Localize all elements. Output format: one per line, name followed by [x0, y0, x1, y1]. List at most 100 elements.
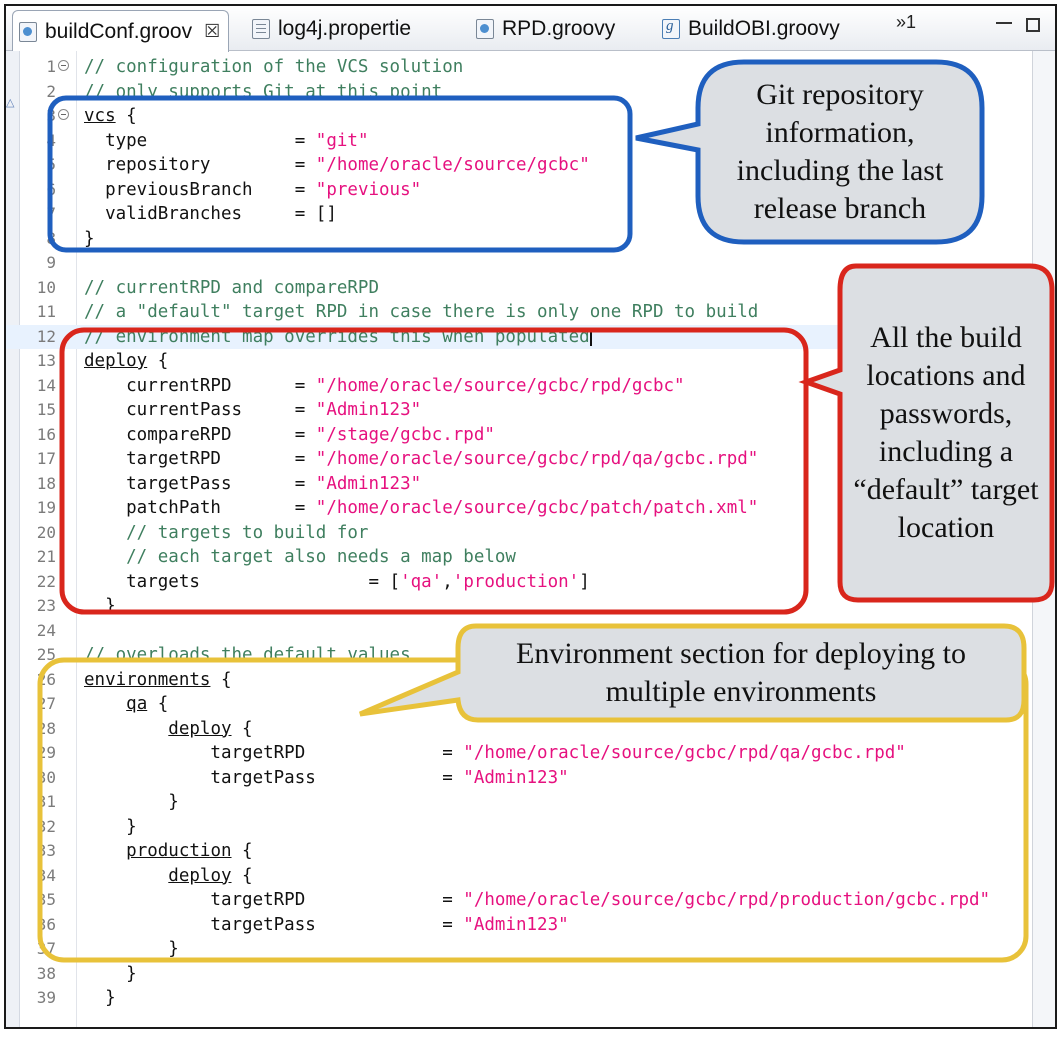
code-text: } [84, 963, 137, 984]
tab-overflow-button[interactable]: »1 [896, 12, 917, 32]
line-number: 13 [36, 351, 56, 370]
code-text: qa { [126, 694, 169, 714]
code-text: targetRPD = "/home/oracle/source/gcbc/rp… [84, 449, 759, 469]
line-number: 5 [46, 155, 56, 174]
tab-rpd[interactable]: RPD.groovy [476, 12, 615, 46]
line-number: 38 [36, 963, 56, 983]
code-line[interactable]: 31 } [6, 790, 1035, 815]
code-line[interactable]: 1// configuration of the VCS solution [6, 55, 1035, 80]
line-number: 26 [36, 669, 56, 689]
line-number: 7 [46, 204, 56, 223]
tab-label: buildConf.groov [45, 19, 193, 43]
code-text: } [84, 792, 179, 812]
line-number: 10 [36, 277, 56, 297]
code-line[interactable]: 30 targetPass = "Admin123" [6, 766, 1035, 791]
code-text: // a "default" target RPD in case there … [84, 302, 759, 322]
code-text: production { [126, 841, 253, 861]
fold-toggle-icon[interactable] [58, 60, 69, 71]
line-number: 14 [36, 375, 56, 395]
environments-callout-text: Environment section for deploying to mul… [516, 637, 966, 708]
annotation-ruler: △ [6, 51, 20, 1027]
line-number: 28 [36, 718, 56, 738]
code-line[interactable]: 9 [6, 251, 1035, 276]
close-tab-icon[interactable]: ☒ [204, 21, 221, 41]
line-number: 37 [36, 939, 56, 958]
line-number: 21 [36, 547, 56, 566]
line-number: 36 [36, 914, 56, 934]
maximize-icon[interactable] [1026, 18, 1040, 32]
code-line[interactable]: 23 } [6, 594, 1035, 619]
line-number: 17 [36, 449, 56, 468]
line-number: 8 [46, 228, 56, 248]
code-line[interactable]: 34 deploy { [6, 864, 1035, 889]
line-number: 34 [36, 865, 56, 885]
line-number: 20 [36, 522, 56, 542]
tab-label: BuildOBI.groovy [688, 17, 840, 40]
line-number: 24 [36, 620, 56, 640]
code-line[interactable]: 35 targetRPD = "/home/oracle/source/gcbc… [6, 888, 1035, 913]
line-number: 4 [46, 130, 56, 150]
code-text: validBranches = [] [84, 204, 337, 224]
code-text: // overloads the default values [84, 645, 411, 665]
code-line[interactable]: 36 targetPass = "Admin123" [6, 913, 1035, 938]
line-number: 2 [46, 81, 56, 101]
code-text: // targets to build for [84, 522, 369, 543]
line-number: 23 [36, 596, 56, 615]
code-text: } [84, 816, 137, 837]
code-text: compareRPD = "/stage/gcbc.rpd" [84, 424, 495, 445]
code-text: repository = "/home/oracle/source/gcbc" [84, 155, 590, 175]
line-number: 3 [46, 106, 56, 125]
groovy-file-icon [19, 21, 37, 42]
code-text: // configuration of the VCS solution [84, 57, 464, 77]
code-text: targetPass = "Admin123" [84, 914, 569, 935]
line-number: 9 [46, 253, 56, 272]
code-text: targetPass = "Admin123" [84, 473, 422, 494]
code-text: currentPass = "Admin123" [84, 400, 422, 420]
groovy-file-icon [476, 19, 494, 39]
code-line[interactable]: 24 [6, 619, 1035, 644]
code-line[interactable]: 39 } [6, 986, 1035, 1011]
code-text: previousBranch = "previous" [84, 179, 422, 200]
code-text: deploy { [84, 351, 169, 371]
line-number: 30 [36, 767, 56, 787]
code-line[interactable]: 33 production { [6, 839, 1035, 864]
tab-label: RPD.groovy [502, 17, 616, 40]
code-line[interactable]: 32 } [6, 815, 1035, 840]
fold-toggle-icon[interactable] [58, 109, 69, 120]
code-text: deploy { [168, 865, 253, 886]
line-number: 15 [36, 400, 56, 419]
line-number: 29 [36, 743, 56, 762]
line-number: 39 [36, 988, 56, 1007]
line-number: 33 [36, 841, 56, 860]
code-text: targets = ['qa','production'] [84, 571, 590, 592]
code-line[interactable]: 29 targetRPD = "/home/oracle/source/gcbc… [6, 741, 1035, 766]
line-number: 18 [36, 473, 56, 493]
code-line[interactable]: 37 } [6, 937, 1035, 962]
tab-buildconf[interactable]: buildConf.groov ☒ [12, 10, 230, 52]
properties-file-icon [252, 19, 270, 39]
groovy-script-icon [662, 18, 680, 39]
minimize-icon[interactable] [996, 18, 1012, 24]
code-line[interactable]: 38 } [6, 962, 1035, 987]
code-text: vcs { [84, 106, 137, 126]
code-line[interactable]: 28 deploy { [6, 717, 1035, 742]
code-line[interactable]: 11 // a "default" target RPD in case ther… [6, 300, 1035, 325]
line-number: 32 [36, 816, 56, 836]
tab-buildobi[interactable]: BuildOBI.groovy [662, 12, 840, 46]
tab-log4j[interactable]: log4j.propertie [252, 12, 411, 46]
code-text: environments { [84, 669, 232, 690]
code-line[interactable]: 10 // currentRPD and compareRPD [6, 276, 1035, 301]
code-text: } [84, 596, 116, 616]
code-text: // currentRPD and compareRPD [84, 277, 380, 298]
line-number: 35 [36, 890, 56, 909]
line-number: 27 [36, 694, 56, 713]
line-number: 11 [36, 302, 56, 321]
code-text: targetRPD = "/home/oracle/source/gcbc/rp… [84, 890, 991, 910]
code-text: // each target also needs a map below [84, 547, 516, 567]
line-number: 6 [46, 179, 56, 199]
code-text: deploy { [168, 718, 253, 739]
line-number: 22 [36, 571, 56, 591]
tab-label: log4j.propertie [278, 17, 412, 40]
code-text: } [84, 228, 95, 249]
code-text: } [84, 988, 116, 1008]
